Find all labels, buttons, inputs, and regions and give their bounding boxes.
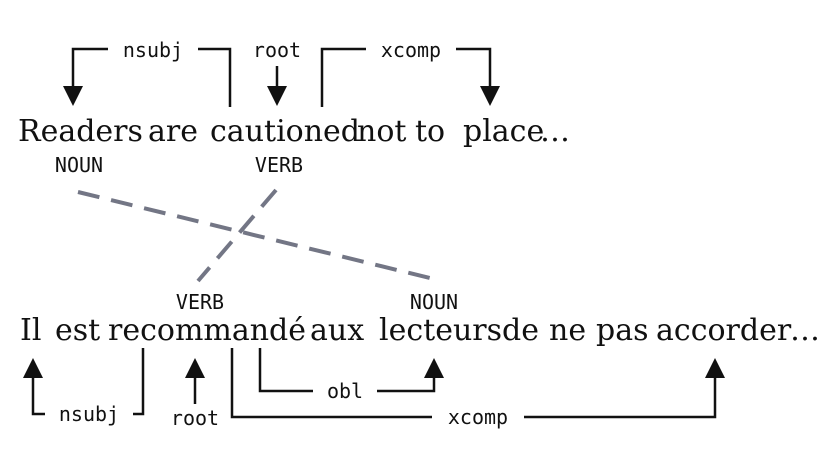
fr-word-aux: aux xyxy=(310,313,364,348)
en-word-are: are xyxy=(148,114,198,149)
fr-arc-root-label: root xyxy=(171,406,219,430)
fr-arc-obl-label: obl xyxy=(327,379,363,403)
fr-word-lecteurs: lecteurs xyxy=(379,313,502,348)
fr-word-il: Il xyxy=(20,313,41,348)
en-arc-xcomp-label: xcomp xyxy=(381,38,441,62)
fr-word-accorder: accorder xyxy=(656,313,792,348)
fr-arc-root-arrowhead xyxy=(185,358,205,378)
en-arc-root-label: root xyxy=(253,38,301,62)
fr-word-ellipsis: … xyxy=(790,313,820,348)
fr-pos-verb: VERB xyxy=(176,290,224,314)
en-word-cautioned: cautioned xyxy=(210,114,360,149)
english-sentence: Readers are cautioned not to place … xyxy=(18,114,570,149)
fr-arc-obl-arrowhead xyxy=(424,358,444,378)
fr-word-pas: pas xyxy=(596,313,649,348)
french-sentence: Il est recommandé aux lecteurs de ne pas… xyxy=(20,313,820,348)
en-pos-noun: NOUN xyxy=(55,153,103,177)
alignment-verb-link xyxy=(196,188,278,283)
fr-word-de: de xyxy=(502,313,539,348)
fr-arc-xcomp-label: xcomp xyxy=(448,405,508,429)
fr-word-recommande: recommandé xyxy=(108,313,306,348)
fr-arc-nsubj-arrowhead xyxy=(23,358,43,378)
fr-arc-xcomp-arrowhead xyxy=(705,358,725,378)
en-word-place: place xyxy=(463,114,544,149)
fr-word-ne: ne xyxy=(549,313,586,348)
fr-pos-noun: NOUN xyxy=(410,290,458,314)
fr-word-est: est xyxy=(55,313,100,348)
english-arcs: nsubj root xcomp xyxy=(63,38,500,107)
en-word-to: to xyxy=(415,114,445,149)
en-word-ellipsis: … xyxy=(540,114,570,149)
en-arc-xcomp-arrowhead xyxy=(480,86,500,106)
en-word-readers: Readers xyxy=(18,114,143,149)
en-pos-verb: VERB xyxy=(255,153,303,177)
fr-arc-nsubj-label: nsubj xyxy=(59,402,119,426)
french-arcs: nsubj root obl xcomp xyxy=(23,348,725,430)
alignment-noun-link xyxy=(77,190,439,282)
en-arc-nsubj-label: nsubj xyxy=(123,38,183,62)
en-arc-nsubj-arrowhead xyxy=(63,86,83,106)
en-word-not: not xyxy=(357,114,406,149)
alignment-links xyxy=(77,188,439,283)
en-arc-root-arrowhead xyxy=(267,86,287,106)
